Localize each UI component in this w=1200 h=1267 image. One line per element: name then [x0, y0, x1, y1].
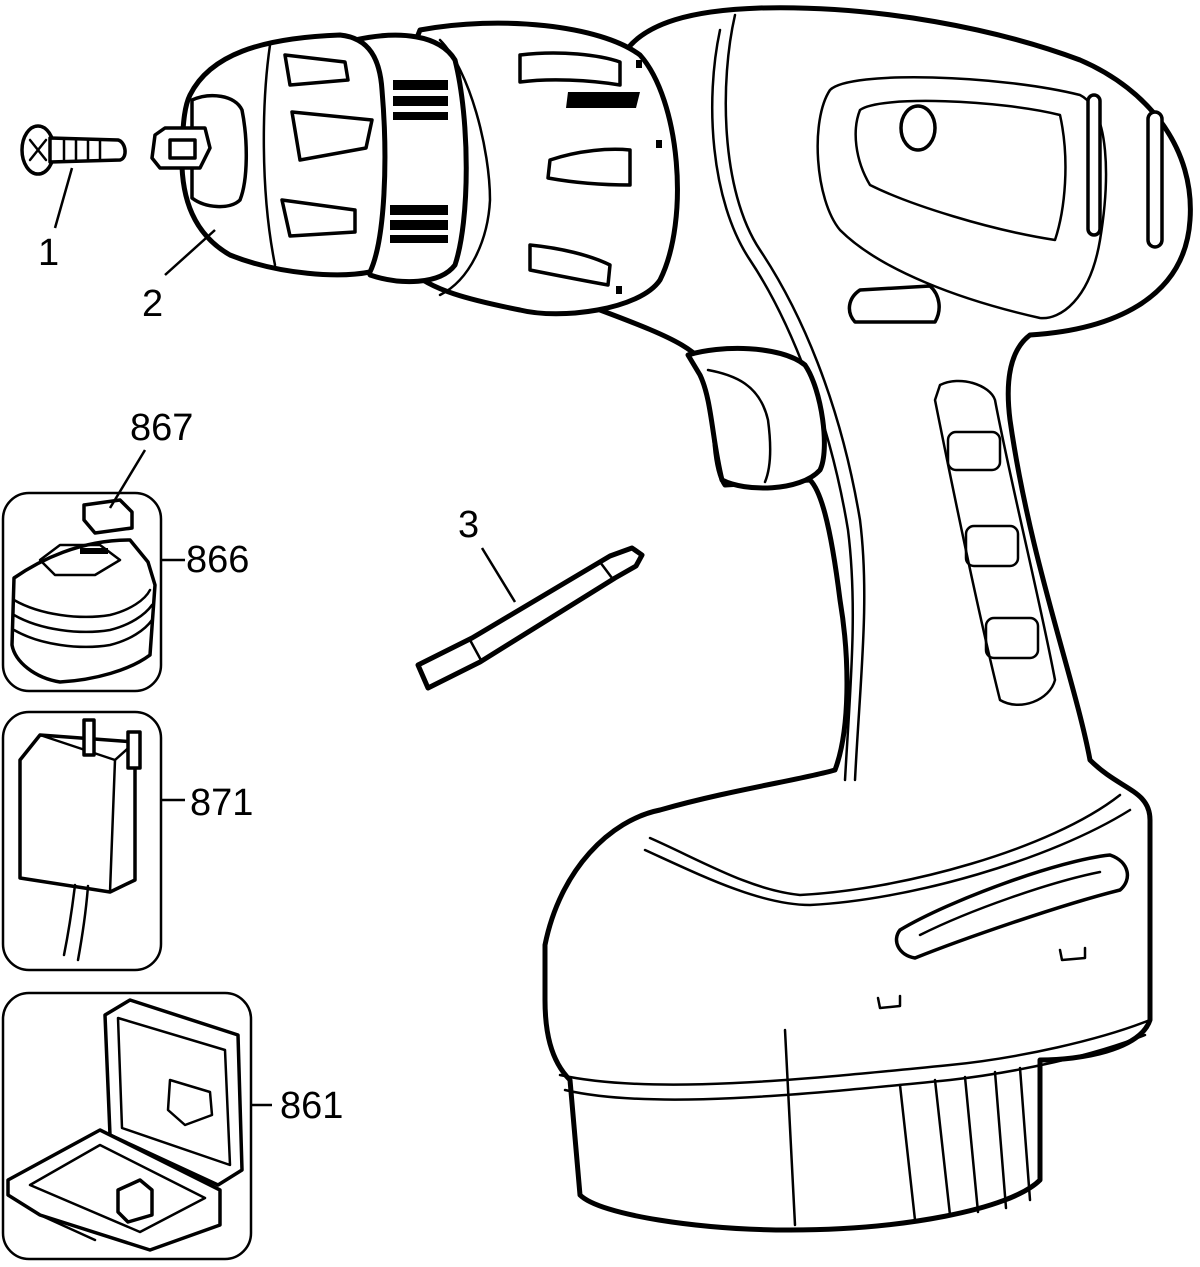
callout-bit: 3: [458, 504, 479, 546]
chuck-screw: [20, 124, 127, 176]
screwdriver-bit: [415, 545, 645, 691]
callout-battery: 866: [186, 539, 249, 581]
leader-battery-cap: [108, 449, 147, 509]
charger-panel: [1, 710, 163, 972]
battery-panel: [1, 491, 163, 693]
callout-charger: 871: [190, 782, 253, 824]
leader-chuck: [164, 229, 216, 276]
callout-case: 861: [280, 1085, 343, 1127]
leader-screw: [53, 167, 74, 229]
callout-screw: 1: [38, 232, 59, 274]
leader-lines: [53, 167, 517, 1107]
callout-battery-cap: 867: [130, 407, 193, 449]
callout-labels: 1 2 3 867 866 871 861: [38, 232, 479, 1127]
callout-chuck: 2: [142, 283, 163, 325]
leader-bit: [480, 547, 517, 603]
drill-body: [542, 5, 1193, 1233]
chuck-assembly: [150, 20, 680, 317]
case-panel: [1, 991, 253, 1261]
